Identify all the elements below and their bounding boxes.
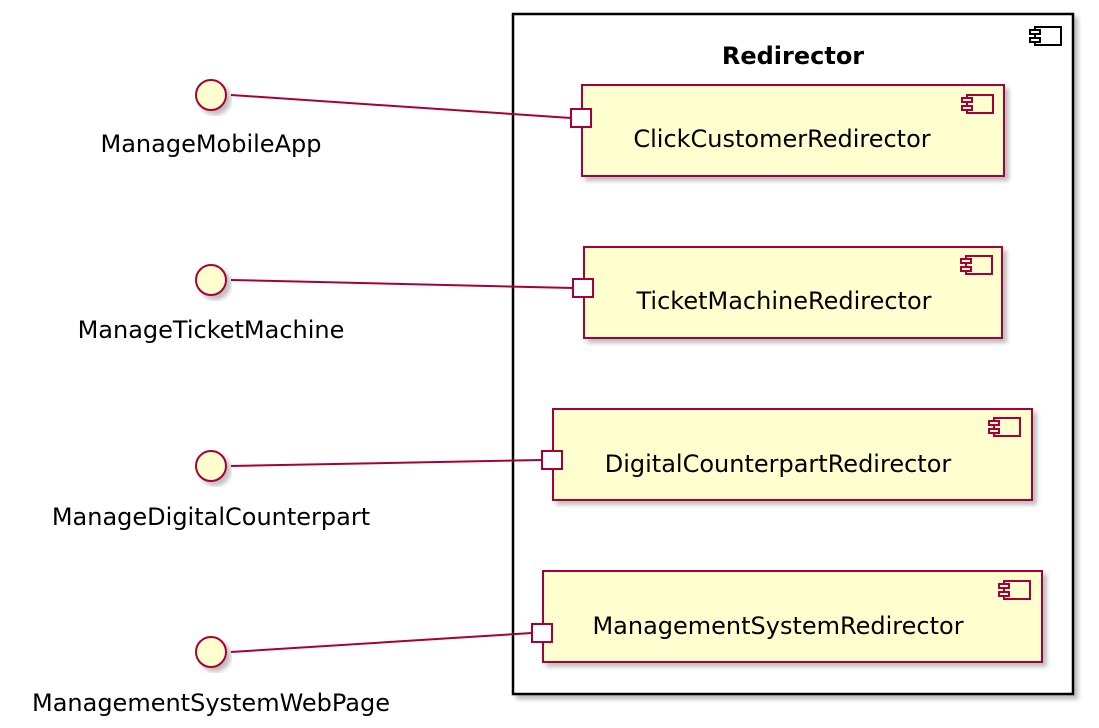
component-icon: [960, 255, 993, 275]
interface-label: ManageMobileApp: [100, 130, 322, 158]
interface-label: ManageDigitalCounterpart: [51, 503, 371, 531]
component-label: TicketMachineRedirector: [636, 287, 932, 315]
interface-circle: [195, 636, 227, 668]
container-title: Redirector: [721, 42, 865, 70]
port: [572, 278, 594, 298]
interface-circle: [195, 450, 227, 482]
interface-circle: [195, 264, 227, 296]
interface-label: ManageTicketMachine: [77, 316, 345, 344]
component-label: ClickCustomerRedirector: [633, 125, 931, 153]
component-label: ManagementSystemRedirector: [592, 612, 964, 640]
connector-line: [230, 94, 572, 119]
interface-label: ManagementSystemWebPage: [31, 689, 391, 717]
component-management-system-redirector: [542, 570, 1043, 663]
connector-line: [230, 632, 533, 653]
port: [541, 450, 563, 470]
component-icon: [998, 580, 1031, 600]
component-digital-counterpart-redirector: [552, 408, 1033, 501]
port: [531, 623, 553, 643]
component-icon: [961, 94, 994, 114]
component-label: DigitalCounterpartRedirector: [604, 450, 952, 478]
connector-line: [230, 459, 543, 467]
component-icon: [988, 417, 1021, 437]
port: [570, 108, 592, 128]
interface-circle: [195, 79, 227, 111]
component-icon: [1029, 26, 1062, 46]
connector-line: [230, 279, 574, 289]
component-click-customer-redirector: [581, 84, 1005, 177]
